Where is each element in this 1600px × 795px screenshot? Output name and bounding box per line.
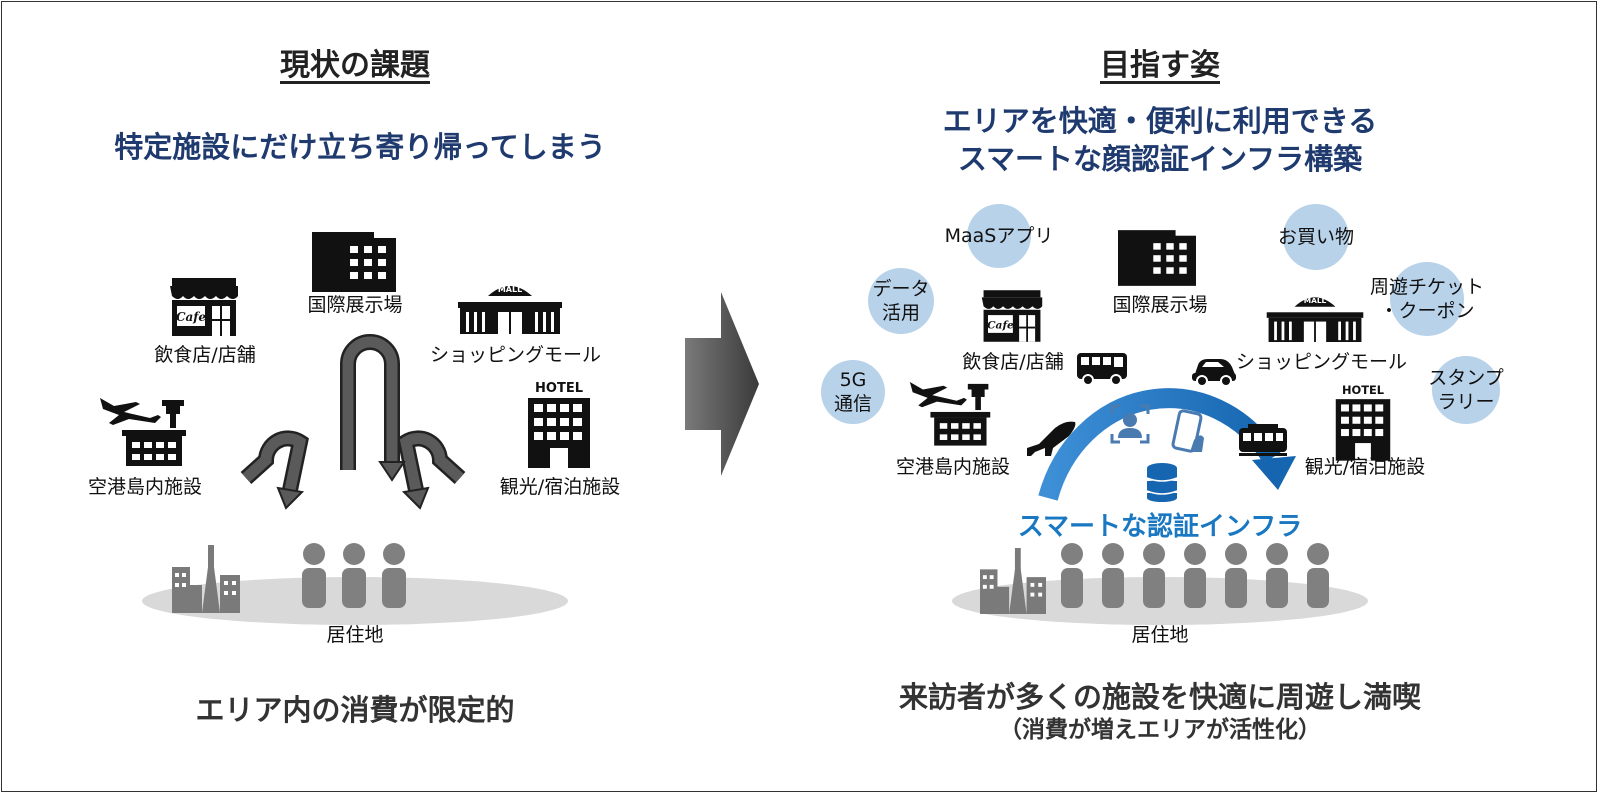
airport-icon — [100, 398, 186, 466]
left-residence-label: 居住地 — [326, 624, 384, 646]
cafe-store-icon: Cafe — [170, 278, 238, 336]
plane-icon — [1027, 421, 1076, 456]
mall-icon: MALL — [458, 285, 562, 334]
right-city-icon — [980, 548, 1046, 614]
left-bottom-text: エリア内の消費が限定的 — [195, 693, 515, 727]
right-label-mall: ショッピングモール — [1236, 351, 1408, 373]
right-label-cafe: 飲食店/店舗 — [962, 351, 1064, 373]
bubble-stamp-rally: スタンプ ラリー — [1428, 356, 1504, 424]
face-recognition-icon — [1110, 404, 1150, 444]
bubble-ticket-coupon: 周遊チケット ・クーポン — [1370, 262, 1484, 336]
database-icon — [1146, 463, 1178, 502]
bubble-data: データ 活用 — [868, 268, 934, 334]
left-heading: 現状の課題 — [280, 48, 430, 83]
infra-cycle-arc — [1038, 388, 1296, 501]
right-hotel-icon: HOTEL — [1335, 383, 1391, 461]
right-subtitle-line1: エリアを快適・便利に利用できる — [942, 104, 1378, 138]
svg-text:Cafe: Cafe — [987, 318, 1014, 331]
right-cafe-store-icon: Cafe — [981, 290, 1043, 342]
right-label-airport: 空港島内施設 — [895, 456, 1010, 478]
left-subtitle: 特定施設にだけ立ち寄り帰ってしまう — [114, 130, 606, 164]
train-icon — [1239, 424, 1287, 456]
infra-label: スマートな認証インフラ — [1017, 512, 1303, 542]
svg-text:Cafe: Cafe — [176, 310, 206, 324]
left-label-mall: ショッピングモール — [430, 344, 602, 366]
left-label-hotel: 観光/宿泊施設 — [499, 476, 621, 498]
bubble-shopping: お買い物 — [1278, 204, 1354, 270]
transition-arrow — [685, 292, 759, 476]
right-residence-label: 居住地 — [1131, 624, 1189, 646]
svg-text:HOTEL: HOTEL — [1342, 383, 1384, 397]
right-bottom-text-line1: 来訪者が多くの施設を快適に周遊し満喫 — [898, 680, 1421, 714]
bubble-maas-app: MaaSアプリ — [945, 204, 1053, 268]
left-label-airport: 空港島内施設 — [87, 476, 202, 498]
svg-text:HOTEL: HOTEL — [535, 381, 583, 396]
smartphone-icon — [1171, 409, 1204, 453]
left-residents-people — [302, 543, 406, 608]
right-airport-icon — [909, 382, 991, 446]
hotel-icon: HOTEL — [528, 381, 590, 468]
bubble-5g: 5G 通信 — [821, 360, 885, 424]
svg-text:MALL: MALL — [1304, 296, 1327, 305]
left-label-exhibition: 国際展示場 — [307, 294, 403, 316]
left-label-cafe: 飲食店/店舗 — [154, 344, 256, 366]
car-icon — [1192, 359, 1236, 387]
right-label-hotel: 観光/宿泊施設 — [1304, 456, 1426, 478]
right-label-exhibition: 国際展示場 — [1112, 294, 1208, 316]
left-city-icon — [172, 545, 240, 613]
bus-icon — [1077, 353, 1127, 386]
u-turn-arrows — [240, 334, 466, 510]
right-mall-icon: MALL — [1266, 296, 1364, 342]
right-bottom-text-line2: （消費が増えエリアが活性化） — [999, 717, 1321, 743]
right-exhibition-building-icon — [1118, 230, 1196, 286]
svg-text:MALL: MALL — [498, 285, 522, 294]
exhibition-building-icon — [312, 232, 396, 292]
right-residents-people — [1061, 543, 1329, 608]
right-heading: 目指す姿 — [1100, 48, 1220, 83]
right-subtitle-line2: スマートな顔認証インフラ構築 — [957, 142, 1363, 176]
